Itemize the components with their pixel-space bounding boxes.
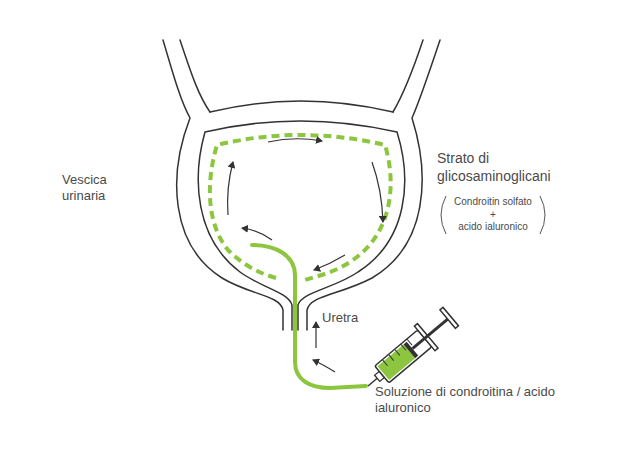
urethra-label: Uretra bbox=[322, 310, 402, 326]
layer-label: Strato di glicosaminoglicani bbox=[437, 150, 587, 185]
component-label: Condroitin solfato bbox=[447, 196, 539, 209]
flow-arrows bbox=[228, 139, 383, 372]
solution-label: Soluzione di condroitina / acido ialuron… bbox=[375, 384, 575, 417]
bracket bbox=[441, 196, 545, 234]
plus-sign: + bbox=[447, 209, 539, 222]
component-label: acido ialuronico bbox=[447, 221, 539, 234]
organ-label: Vescica urinaria bbox=[62, 172, 142, 205]
bladder-wall bbox=[163, 40, 440, 330]
gag-layer bbox=[210, 135, 391, 280]
